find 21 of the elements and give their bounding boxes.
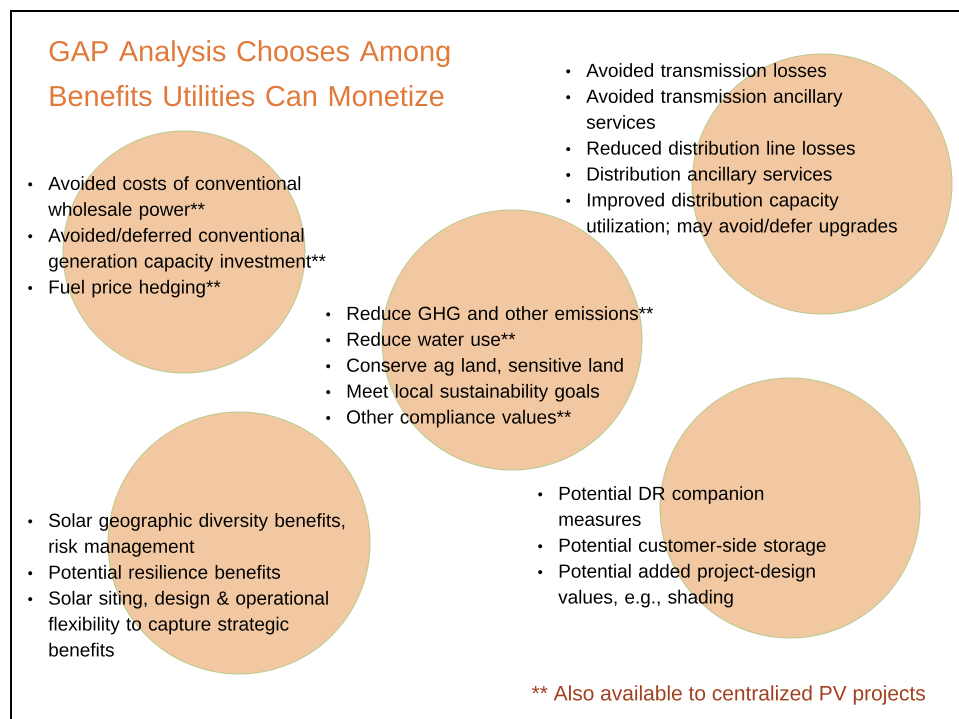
bullet-item: Meet local sustainability goals <box>348 384 600 402</box>
bullet-item: Reduce GHG and other emissions** <box>348 306 654 320</box>
title: GAP Analysis Chooses Among Benefits Utilities Can Monetize <box>50 40 450 106</box>
bullet-item: Potential added project-design values, e.g., shading <box>558 564 815 608</box>
bullet-item: Distribution ancillary services <box>588 166 832 184</box>
bullet-item: Reduced distribution line losses <box>588 140 855 155</box>
bullet-item: Solar siting, design & operational flexibility to capture strategic benefits <box>48 590 328 657</box>
bullet-item: Improved distribution capacity utilization; may avoid/defer upgrades <box>587 192 897 236</box>
bullet-item: Avoided costs of conventional wholesale power** <box>48 176 300 220</box>
bullet-item: Avoided transmission ancillary services <box>586 89 842 129</box>
bullet-item: Fuel price hedging** <box>50 280 220 298</box>
footnote: ** Also available to centralized PV projects <box>532 685 925 705</box>
bullet-item: Other compliance values** <box>347 410 571 428</box>
bullet-item: Potential customer-side storage <box>560 538 826 556</box>
bullet-item: Potential DR companion measures <box>559 486 764 526</box>
bullet-item: Reduce water use** <box>348 332 516 346</box>
bullet-item: Conserve ag land, sensitive land <box>347 358 623 376</box>
bullet-item: Solar geographic diversity benefits, risk management <box>49 513 344 557</box>
bullet-item: Avoided transmission losses <box>586 63 826 78</box>
bullet-item: Avoided/deferred conventional generation capacity investment** <box>48 228 326 272</box>
bullet-item: Potential resilience benefits <box>50 564 280 579</box>
